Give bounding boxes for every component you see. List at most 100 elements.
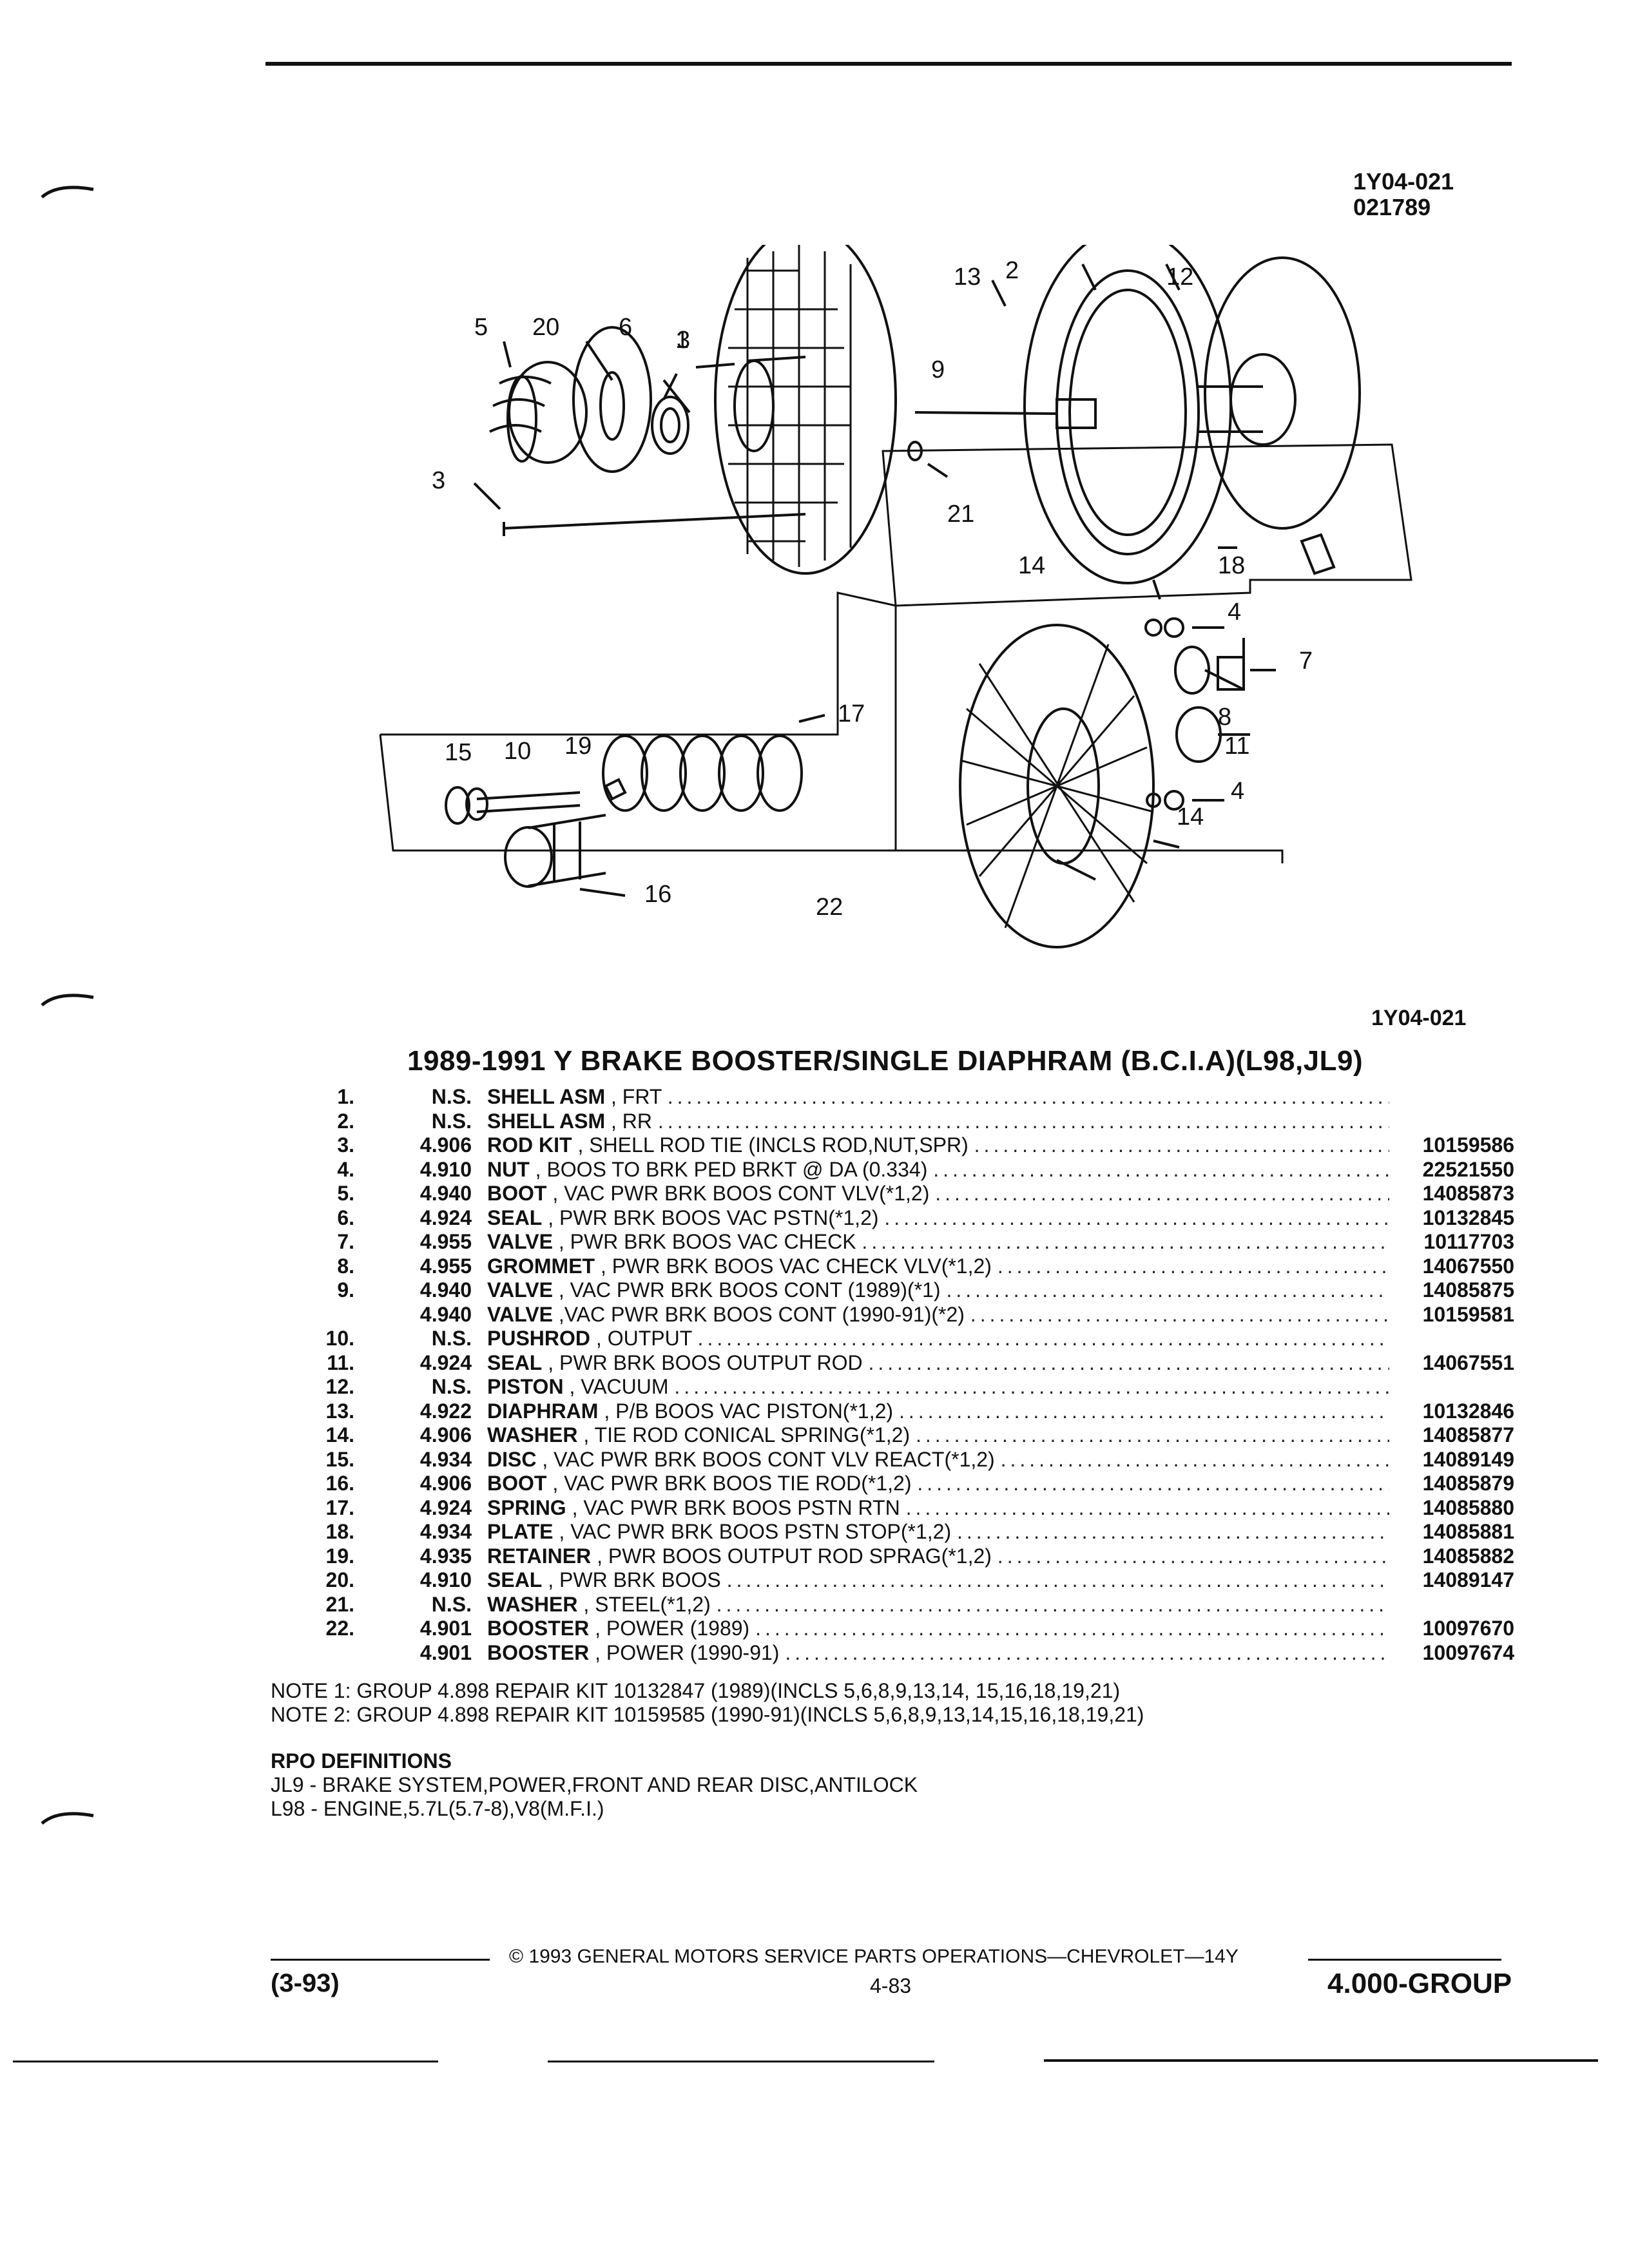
- part-name: VALVE: [487, 1302, 553, 1326]
- part-number: 14085881: [1422, 1520, 1514, 1543]
- callout-1: 1: [675, 327, 689, 354]
- parts-row: 12. N.S. PISTON , VACUUM .................…: [284, 1375, 1514, 1399]
- footer-rule-right: [1308, 1959, 1501, 1961]
- part-number: 10097674: [1422, 1640, 1514, 1664]
- callout-8: 8: [1218, 704, 1231, 731]
- top-rule: [265, 62, 1512, 66]
- part-description: SHELL ASM , FRT ........................…: [487, 1085, 1389, 1110]
- leader-dots: ........................................…: [674, 1375, 1389, 1398]
- item-number: 11.: [327, 1350, 354, 1374]
- group-number: N.S.: [431, 1085, 472, 1108]
- rpo-definitions: RPO DEFINITIONS JL9 - BRAKE SYSTEM,POWER…: [271, 1749, 918, 1821]
- part-name: PLATE: [487, 1520, 554, 1543]
- group-number: N.S.: [431, 1327, 472, 1350]
- callout-15: 15: [445, 739, 472, 766]
- group-number: 4.924: [419, 1350, 472, 1374]
- callout-10: 10: [504, 738, 531, 765]
- callout-21: 21: [947, 501, 974, 528]
- part-name: SEAL: [487, 1568, 543, 1591]
- item-number: 15.: [325, 1447, 354, 1471]
- part-detail: , TIE ROD CONICAL SPRING(*1,2): [583, 1423, 911, 1446]
- callout-19: 19: [564, 733, 592, 760]
- part-name: SPRING: [487, 1495, 566, 1519]
- parts-list: 1.N.S.SHELL ASM , FRT ..................…: [284, 1085, 1514, 1665]
- item-number: 12.: [325, 1375, 354, 1398]
- part-number: 14085875: [1422, 1278, 1514, 1302]
- note-2: NOTE 2: GROUP 4.898 REPAIR KIT 10159585 …: [271, 1703, 1144, 1726]
- part-detail: , VAC PWR BRK BOOS CONT (1989)(*1): [558, 1278, 941, 1302]
- item-number: 4.: [337, 1157, 354, 1181]
- leader-dots: ........................................…: [862, 1230, 1389, 1253]
- part-number: 14089147: [1422, 1568, 1514, 1591]
- part-name: SHELL ASM: [487, 1109, 606, 1133]
- part-name: NUT: [487, 1157, 530, 1181]
- callout-14a: 14: [1018, 552, 1045, 579]
- leader-dots: ........................................…: [997, 1544, 1389, 1568]
- part-name: GROMMET: [487, 1254, 595, 1278]
- copyright-text: © 1993 GENERAL MOTORS SERVICE PARTS OPER…: [509, 1946, 1239, 1967]
- item-number: 5.: [337, 1182, 354, 1205]
- callout-13: 13: [954, 264, 981, 291]
- item-number: 9.: [337, 1278, 354, 1302]
- part-detail: , OUTPUT: [595, 1327, 692, 1350]
- group-label: 4.000-GROUP: [1327, 1968, 1512, 1999]
- parts-row: 1.N.S.SHELL ASM , FRT ..................…: [284, 1085, 1514, 1110]
- callout-11: 11: [1224, 733, 1249, 760]
- group-number: 4.940: [419, 1302, 472, 1326]
- margin-mark-3: [41, 1812, 94, 1825]
- part-name: PISTON: [487, 1375, 564, 1398]
- part-detail: , VAC PWR BRK BOOS CONT VLV(*1,2): [552, 1182, 930, 1205]
- bottom-rule-2: [548, 2061, 934, 2062]
- part-description: NUT , BOOS TO BRK PED BRKT @ DA (0.334) …: [487, 1158, 1389, 1182]
- parts-row: 21.N.S.WASHER , STEEL(*1,2) ............…: [284, 1593, 1514, 1617]
- part-detail: , PWR BRK BOOS VAC CHECK VLV(*1,2): [600, 1254, 992, 1278]
- leader-dots: ........................................…: [726, 1568, 1389, 1591]
- item-number: 8.: [337, 1254, 354, 1278]
- part-number: 14067551: [1422, 1350, 1514, 1374]
- part-name: BOOT: [487, 1472, 547, 1495]
- part-number: 14085882: [1422, 1544, 1514, 1568]
- part-description: PLATE , VAC PWR BRK BOOS PSTN STOP(*1,2)…: [487, 1520, 1389, 1544]
- group-number: 4.955: [419, 1254, 472, 1278]
- part-description: DISC , VAC PWR BRK BOOS CONT VLV REACT(*…: [487, 1448, 1389, 1472]
- item-number: 3.: [337, 1133, 354, 1157]
- callout-3a: 3: [677, 327, 690, 354]
- group-number: 4.922: [419, 1399, 472, 1423]
- notes: NOTE 1: GROUP 4.898 REPAIR KIT 10132847 …: [271, 1679, 1144, 1727]
- part-number: 14085880: [1422, 1495, 1514, 1519]
- part-name: BOOSTER: [487, 1617, 590, 1640]
- margin-mark-2: [41, 994, 94, 1006]
- parts-row: 10.N.S.PUSHROD , OUTPUT ................…: [284, 1327, 1514, 1351]
- leader-dots: ........................................…: [785, 1640, 1389, 1664]
- leader-dots: ........................................…: [957, 1520, 1389, 1543]
- part-description: GROMMET , PWR BRK BOOS VAC CHECK VLV(*1,…: [487, 1254, 1389, 1279]
- part-number: 10159581: [1422, 1302, 1514, 1326]
- group-number: 4.910: [419, 1568, 472, 1591]
- part-name: DISC: [487, 1447, 537, 1471]
- part-description: BOOT , VAC PWR BRK BOOS TIE ROD(*1,2) ..…: [487, 1472, 1389, 1496]
- part-description: PISTON , VACUUM ........................…: [487, 1375, 1389, 1399]
- group-number: N.S.: [431, 1375, 472, 1398]
- group-number: 4.901: [419, 1617, 472, 1640]
- part-detail: , BOOS TO BRK PED BRKT @ DA (0.334): [535, 1157, 928, 1181]
- part-description: ROD KIT , SHELL ROD TIE (INCLS ROD,NUT,S…: [487, 1133, 1389, 1158]
- footer-rule-left: [271, 1959, 490, 1961]
- group-number: 4.940: [419, 1182, 472, 1205]
- group-number: 4.924: [419, 1206, 472, 1229]
- item-number: 16.: [325, 1472, 354, 1495]
- date-code: (3-93): [271, 1969, 340, 1997]
- part-number: 10117703: [1423, 1230, 1514, 1253]
- group-number: 4.924: [419, 1495, 472, 1519]
- rpo-heading: RPO DEFINITIONS: [271, 1749, 452, 1773]
